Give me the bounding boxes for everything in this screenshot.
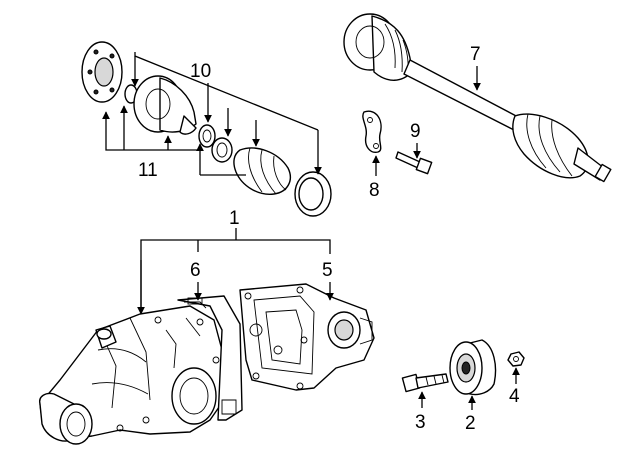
bolt-9-part: [395, 151, 433, 175]
callout-1-label: 1: [229, 208, 240, 229]
callout-8-label: 8: [369, 180, 380, 201]
callout-3-label: 3: [415, 412, 426, 433]
cv-joint-part: [133, 75, 197, 135]
bracket-part: [362, 110, 382, 153]
callout-6-label: 6: [190, 260, 201, 281]
callout-11-label: 11: [138, 160, 158, 181]
axle-shaft-part: [343, 13, 612, 183]
nut-part: [507, 351, 525, 367]
callout-5-label: 5: [322, 260, 333, 281]
callout-7-label: 7: [470, 44, 481, 65]
callout-2: 2: [465, 395, 476, 434]
bolt-3-part: [401, 373, 449, 393]
callout-7: 7: [470, 44, 481, 91]
callout-9: 9: [410, 121, 421, 159]
callout-3: 3: [415, 391, 426, 433]
mount-bushing-part: [449, 339, 497, 396]
callout-5: 5: [322, 260, 334, 301]
callout-10: 10: [131, 52, 322, 175]
callout-8: 8: [369, 155, 380, 201]
large-clamp-part: [294, 171, 332, 217]
callout-4-label: 4: [509, 386, 520, 407]
flange-part: [81, 41, 123, 103]
callout-1: 1: [137, 208, 331, 315]
clamp-ring-small-part: [198, 124, 216, 148]
callout-10-label: 10: [190, 61, 211, 82]
callout-9-label: 9: [410, 121, 421, 142]
callout-4: 4: [509, 367, 520, 407]
callout-11: 11: [102, 105, 246, 181]
boot-part: [233, 147, 292, 195]
clamp-ring-part: [211, 137, 233, 163]
callout-2-label: 2: [465, 413, 476, 434]
differential-housing-part: [39, 305, 225, 445]
rear-cover-part: [239, 283, 375, 391]
callout-6: 6: [190, 260, 202, 301]
